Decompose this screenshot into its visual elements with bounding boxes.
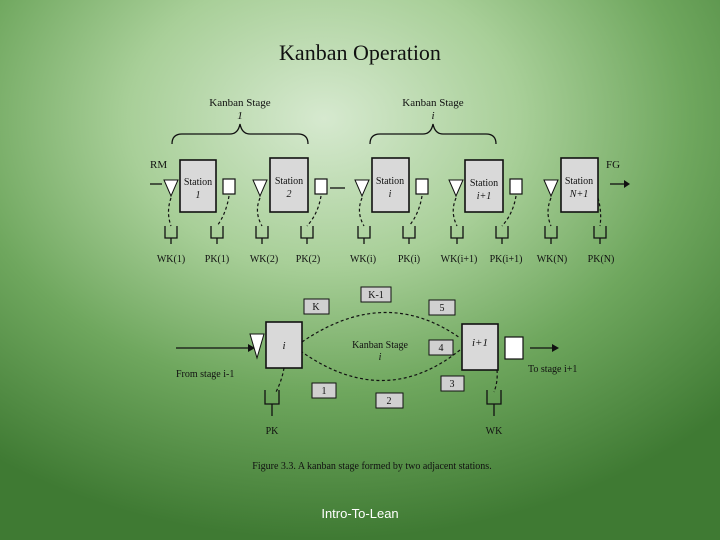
box-4 [428, 339, 454, 356]
output-box [504, 336, 524, 360]
box-2-label: 2 [387, 396, 392, 407]
station-i1-bottom [461, 323, 499, 371]
queue-triangle-icon [252, 179, 268, 198]
station-1: Station 1 [163, 159, 236, 213]
output-box [415, 178, 429, 195]
post-label: WK(i+1) [441, 254, 478, 265]
box-4-label: 4 [439, 343, 444, 354]
stage-1-index: 1 [237, 110, 243, 122]
wk-label: WK [486, 426, 503, 437]
post-label: PK(i) [398, 254, 420, 265]
station-1-name: Station [184, 177, 212, 188]
box-5-label: 5 [440, 303, 445, 314]
box-k1-label: K-1 [368, 290, 384, 301]
kanban-stage-i-brace: Kanban Stage i [369, 97, 497, 145]
station-1-index: 1 [196, 190, 201, 201]
station-i1-index: i+1 [477, 191, 492, 202]
station-i-plus-1: Station i+1 [448, 159, 523, 213]
box-5 [428, 299, 456, 316]
box-k-minus-1 [360, 286, 392, 303]
box-3 [440, 375, 465, 392]
station-i-bottom [265, 321, 303, 369]
output-box [314, 178, 328, 195]
station-i1-name: Station [470, 178, 498, 189]
bottom-diagram: K K-1 5 4 3 2 1 From stage i-1 i Kanba [176, 286, 577, 472]
post-label: WK(2) [250, 254, 278, 265]
station-i-name: Station [376, 176, 404, 187]
queue-triangle-icon [249, 333, 265, 360]
figure-caption: Figure 3.3. A kanban stage formed by two… [252, 461, 491, 472]
stage-loop-index: i [379, 352, 382, 363]
box-1-label: 1 [322, 386, 327, 397]
box-2 [375, 392, 404, 409]
station-n1-name: Station [565, 176, 593, 187]
queue-triangle-icon [543, 179, 559, 198]
box-k [303, 298, 330, 315]
station-2-name: Station [275, 176, 303, 187]
to-stage-label: To stage i+1 [528, 364, 577, 375]
slide-footer: Intro-To-Lean [321, 506, 399, 521]
queue-triangle-icon [354, 179, 370, 198]
station-n1-index: N+1 [569, 189, 588, 200]
station-2: Station 2 [252, 157, 328, 213]
station-i-bottom-label: i [282, 340, 285, 352]
station-n-plus-1: Station N+1 [543, 157, 599, 213]
top-diagram: Kanban Stage 1 Kanban Stage i RM FG Stat… [150, 97, 630, 265]
stage-1-label: Kanban Stage [209, 97, 271, 109]
box-k-label: K [312, 302, 320, 313]
post-label: WK(N) [537, 254, 568, 265]
stage-i-index: i [431, 110, 434, 122]
fg-label: FG [606, 159, 620, 171]
post-label: PK(N) [588, 254, 615, 265]
post-label: PK(i+1) [490, 254, 523, 265]
kanban-posts [164, 226, 607, 244]
box-1 [311, 382, 337, 399]
output-box [222, 178, 236, 195]
rm-label: RM [150, 159, 167, 171]
kanban-stage-1-brace: Kanban Stage 1 [171, 97, 309, 145]
stage-i-label: Kanban Stage [402, 97, 464, 109]
slide-title: Kanban Operation [279, 40, 441, 65]
queue-triangle-icon [163, 179, 179, 198]
station-i: Station i [354, 157, 429, 213]
box-3-label: 3 [450, 379, 455, 390]
post-label: PK(2) [296, 254, 320, 265]
station-2-index: 2 [287, 189, 292, 200]
post-label: PK(1) [205, 254, 229, 265]
stage-loop-label: Kanban Stage [352, 340, 408, 351]
post-label: WK(i) [350, 254, 376, 265]
station-i-index: i [389, 189, 392, 200]
station-i1-bottom-label: i+1 [472, 337, 488, 349]
from-stage-label: From stage i-1 [176, 369, 234, 380]
post-label: WK(1) [157, 254, 185, 265]
queue-triangle-icon [448, 179, 464, 198]
output-box [509, 178, 523, 195]
pk-label: PK [266, 426, 280, 437]
